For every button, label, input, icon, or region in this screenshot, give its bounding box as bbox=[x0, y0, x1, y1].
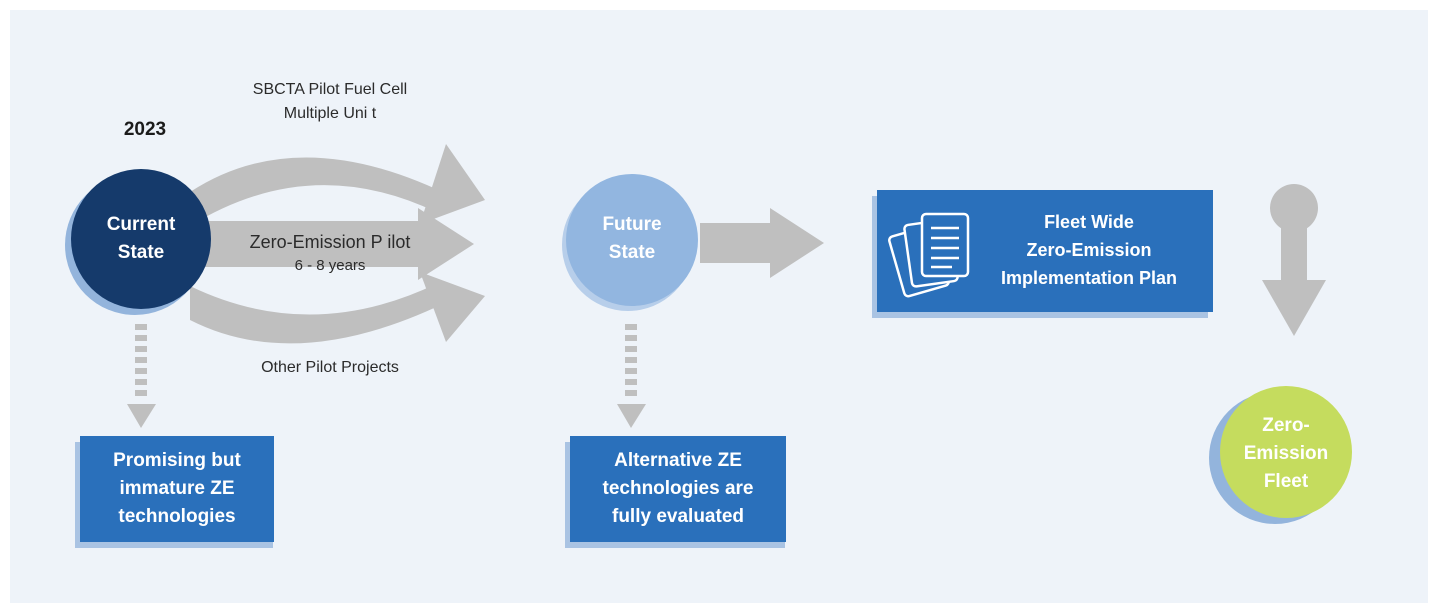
immature-line-3: technologies bbox=[118, 506, 236, 527]
pathway-arrow-middle-head bbox=[418, 208, 474, 280]
immature-box bbox=[80, 436, 274, 542]
fleet-line-1: Zero- bbox=[1262, 415, 1310, 436]
fleet-line-3: Fleet bbox=[1263, 471, 1309, 492]
dashed-connector-current-head bbox=[127, 404, 156, 428]
future-state-line-1: Future bbox=[602, 214, 662, 235]
year-label: 2023 bbox=[123, 119, 167, 140]
current-state-line-2: State bbox=[117, 242, 165, 263]
pathway-arrow-top bbox=[190, 157, 455, 226]
pathway-arrow-bottom bbox=[190, 284, 455, 344]
current-state-label: Current State bbox=[81, 211, 201, 267]
pathway-top-line-1: SBCTA Pilot Fuel Cell bbox=[252, 81, 408, 98]
documents-icon bbox=[888, 212, 970, 298]
alternative-line-2: technologies are bbox=[602, 478, 754, 499]
pathway-bottom-line-1: Other Pilot Projects bbox=[261, 359, 399, 376]
pathway-middle-label: Zero-Emission P ilot 6 - 8 years bbox=[220, 230, 440, 278]
dashed-connector-future-head bbox=[617, 404, 646, 428]
immature-line-1: Promising but bbox=[113, 450, 241, 471]
plan-line-3: Implementation Plan bbox=[1000, 268, 1178, 288]
future-state-label: Future State bbox=[572, 211, 692, 267]
current-state-circle bbox=[71, 169, 211, 309]
plan-line-2: Zero-Emission bbox=[1026, 240, 1152, 260]
pathway-arrow-bottom-head bbox=[420, 272, 485, 342]
pathway-arrow-middle bbox=[190, 221, 420, 267]
immature-line-2: immature ZE bbox=[119, 478, 235, 499]
immature-box-label: Promising but immature ZE technologies bbox=[80, 447, 274, 531]
current-state-line-1: Current bbox=[106, 214, 176, 235]
fleet-line-2: Emission bbox=[1243, 443, 1329, 464]
pathway-top-line-2: Multiple Uni t bbox=[283, 105, 377, 122]
pathway-arrow-top-head bbox=[420, 144, 485, 224]
alternative-line-1: Alternative ZE bbox=[614, 450, 742, 471]
pathway-middle-line-2: 6 - 8 years bbox=[294, 257, 366, 274]
fleet-circle bbox=[1220, 386, 1352, 518]
future-state-line-2: State bbox=[608, 242, 656, 263]
alternative-box bbox=[570, 436, 786, 542]
plan-box-label: Fleet Wide Zero-Emission Implementation … bbox=[975, 208, 1203, 292]
pin-stem bbox=[1281, 208, 1307, 284]
pathway-top-label: SBCTA Pilot Fuel Cell Multiple Uni t bbox=[220, 78, 440, 126]
pathway-bottom-label: Other Pilot Projects bbox=[220, 356, 440, 380]
future-to-plan-arrow bbox=[700, 223, 772, 263]
plan-line-1: Fleet Wide bbox=[1044, 212, 1134, 232]
zero-emission-fleet-label: Zero- Emission Fleet bbox=[1226, 412, 1346, 496]
alternative-box-label: Alternative ZE technologies are fully ev… bbox=[570, 447, 786, 531]
alternative-line-3: fully evaluated bbox=[612, 506, 744, 527]
future-to-plan-arrow-head bbox=[770, 208, 824, 278]
pathway-middle-line-1: Zero-Emission P ilot bbox=[249, 232, 411, 252]
pin-arrow-head bbox=[1262, 280, 1326, 336]
future-state-circle bbox=[566, 174, 698, 306]
